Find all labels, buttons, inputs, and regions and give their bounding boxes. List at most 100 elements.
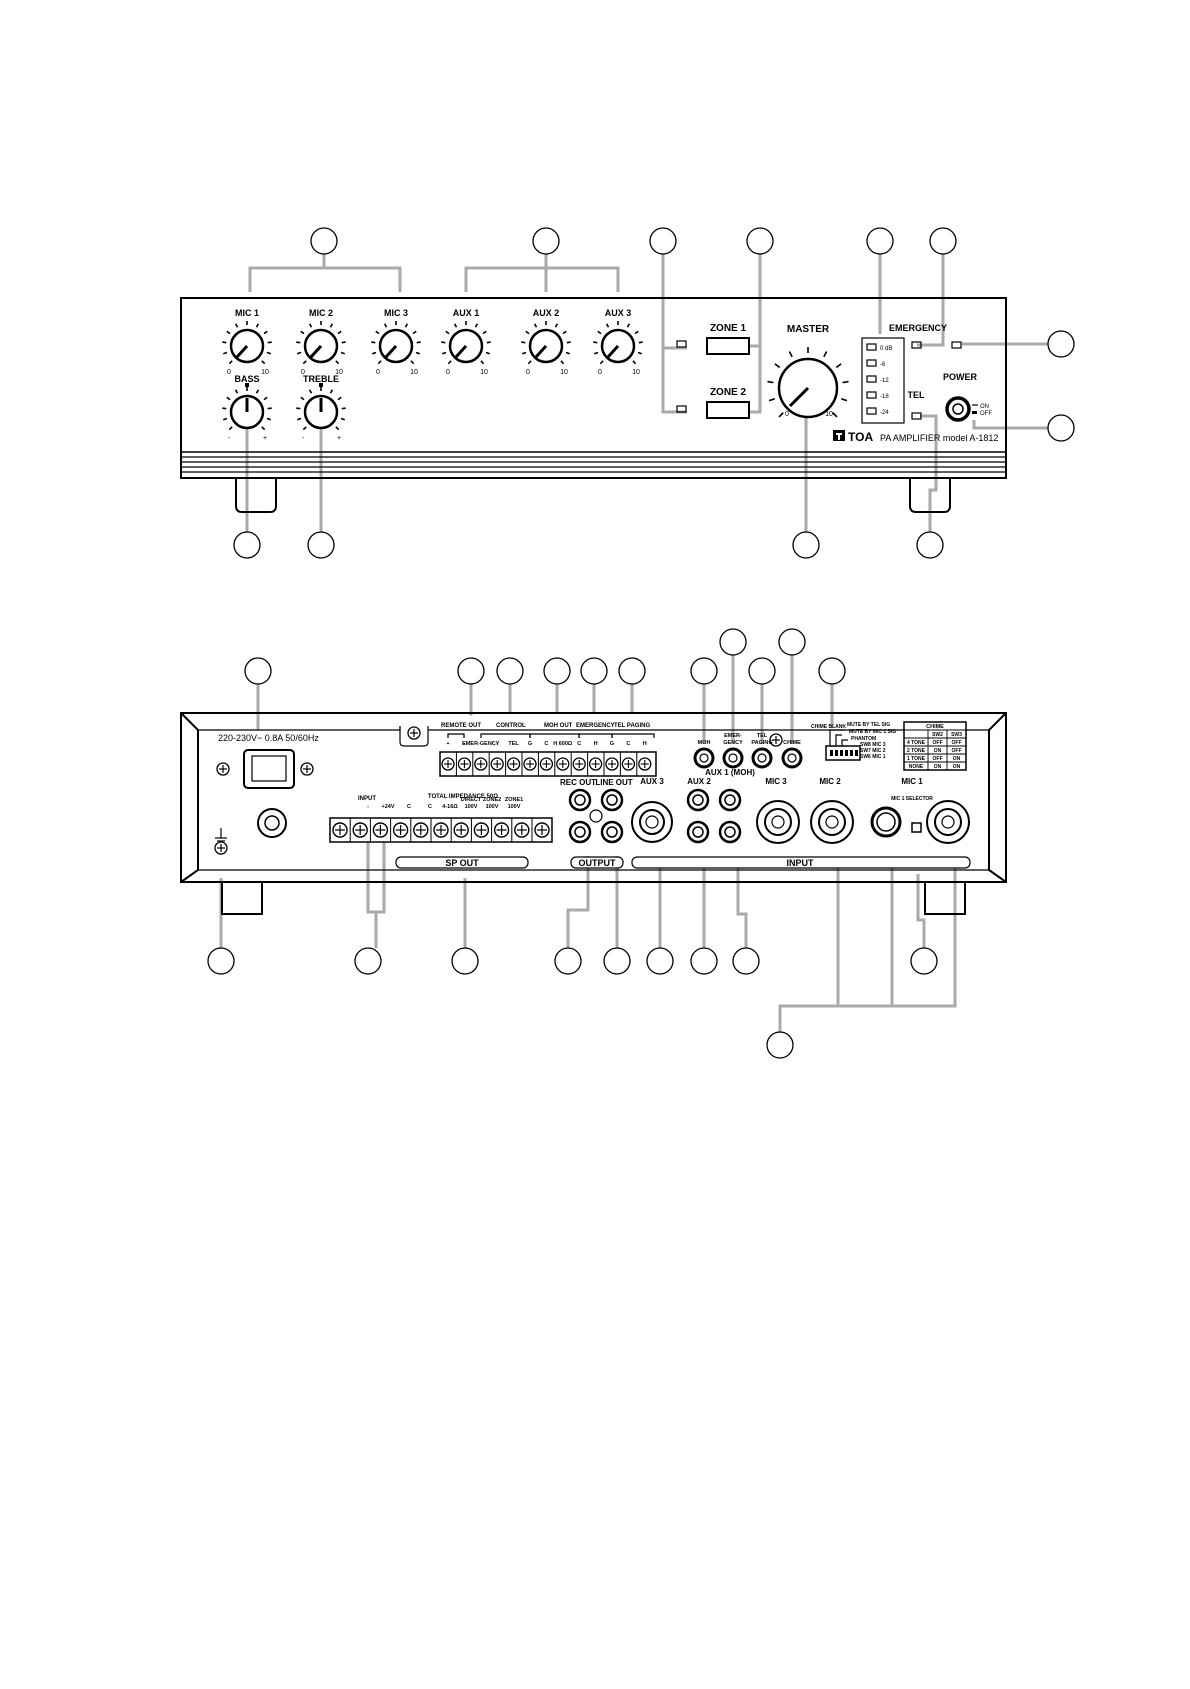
mic3-tick — [371, 341, 376, 344]
master-tick — [774, 363, 781, 369]
chime-table-cell: ON — [934, 764, 942, 770]
mic2-label: MIC 2 — [819, 777, 841, 786]
chime-table-cell: NONE — [909, 764, 924, 770]
fuse-holder[interactable] — [257, 808, 287, 838]
treble-tick — [302, 426, 307, 431]
mic1-connector[interactable] — [926, 800, 970, 844]
mic3-connector[interactable] — [756, 800, 800, 844]
aux3-pointer — [606, 344, 620, 359]
callout-bubble — [1047, 414, 1075, 442]
mic2-tick — [300, 330, 305, 335]
chime-table-cell: SW3 — [951, 732, 962, 738]
callout-bubble — [532, 227, 560, 255]
bass-tick — [266, 417, 272, 421]
aux1-tick — [441, 351, 447, 355]
master-max: 10 — [825, 411, 833, 418]
aux1-tick — [441, 341, 446, 344]
zone2-switch[interactable] — [706, 401, 750, 419]
chime-table-cell: OFF — [952, 748, 962, 754]
aux3-tick — [632, 360, 637, 365]
meter-led — [866, 407, 877, 415]
mic1-selector-switch[interactable] — [911, 822, 922, 833]
mic1-tick — [266, 351, 272, 355]
level-meter-leds: 0 dB-6-12-18-24 — [866, 343, 892, 416]
bass-max: + — [263, 435, 267, 442]
front-panel-body — [180, 297, 1007, 479]
zone1-switch[interactable] — [706, 337, 750, 355]
bass-tick — [228, 426, 233, 431]
mic1-tick — [222, 351, 228, 355]
aux2-jack-2[interactable] — [686, 820, 710, 844]
mic1-tick — [261, 360, 266, 365]
mic1-tick — [222, 341, 227, 344]
mic1-jack[interactable] — [870, 806, 902, 838]
aux1-jack-2[interactable] — [718, 820, 742, 844]
mic3-label: MIC 3 — [765, 777, 787, 786]
aux1-jack-1[interactable] — [718, 788, 742, 812]
bass-tick — [267, 407, 272, 410]
aux1-tick — [445, 330, 450, 335]
terminal-label: G — [528, 741, 532, 747]
aux1-tick — [474, 323, 479, 328]
mic2-label: MIC 2 — [309, 308, 333, 318]
dip-switch-bits — [830, 750, 858, 756]
treble-tick — [329, 389, 334, 394]
dip-bit — [850, 750, 853, 756]
mic2-tick — [302, 360, 307, 365]
tel-paging-terminal-label: TEL PAGING — [614, 723, 650, 729]
mic2-min: 0 — [301, 369, 305, 376]
master-scale — [767, 347, 849, 418]
line-out-jack-2[interactable] — [600, 820, 624, 844]
terminal-label: + — [446, 741, 449, 747]
sp-terminal-label: +24V — [382, 804, 395, 810]
bass-label: BASS — [234, 374, 259, 384]
aux2-tick — [521, 341, 526, 344]
emergency-label: EMERGENCY — [889, 323, 947, 333]
mic1-label: MIC 1 — [235, 308, 259, 318]
callout-bubble — [690, 657, 718, 685]
aux1-tick — [486, 341, 491, 344]
master-tick — [767, 380, 774, 384]
sp-terminal-label: - — [367, 804, 369, 810]
ac-inlet[interactable] — [243, 749, 295, 789]
mic2-tick — [337, 330, 342, 335]
aux3-tick — [593, 351, 599, 355]
treble-tick — [340, 417, 346, 421]
line-out-jack-1[interactable] — [600, 788, 624, 812]
front-foot-left — [235, 478, 277, 513]
treble-tick — [308, 389, 313, 394]
bass-tick — [261, 426, 266, 431]
power-off-label: OFF — [980, 411, 992, 417]
jack-label: EMER- — [724, 733, 742, 739]
power-on-label: ON — [980, 404, 989, 410]
terminal-group-bracket — [480, 733, 531, 738]
mic2-max: 10 — [335, 369, 343, 376]
mic3-tick — [415, 351, 421, 355]
aux3-tick — [605, 323, 610, 328]
rear-foot-right — [924, 882, 966, 915]
master-label: MASTER — [787, 324, 830, 335]
front-vent — [180, 451, 1007, 479]
callout-bubble — [649, 227, 677, 255]
callout-bubble — [690, 947, 718, 975]
rec-out-jack-1[interactable] — [568, 788, 592, 812]
aux3-connector[interactable] — [631, 801, 673, 843]
chime-table-title: CHIME — [926, 724, 944, 730]
treble-tick — [341, 407, 346, 410]
mic2-tick — [296, 341, 301, 344]
master-tick — [823, 351, 828, 358]
sp-terminal-label: 100V — [486, 804, 499, 810]
aux3-max: 10 — [632, 369, 640, 376]
mic2-connector[interactable] — [810, 800, 854, 844]
logo: TOA — [848, 430, 873, 444]
aux3-tick — [593, 341, 598, 344]
rec-out-jack-2[interactable] — [568, 820, 592, 844]
dip-note: MUTE BY MIC 1 SIG — [849, 729, 896, 735]
aux1-label: AUX 1 — [453, 308, 480, 318]
meter-led — [866, 375, 877, 383]
control-jack-hole — [787, 753, 797, 763]
aux2-jack-1[interactable] — [686, 788, 710, 812]
output-screw — [589, 809, 603, 823]
aux3-label: AUX 3 — [605, 308, 632, 318]
